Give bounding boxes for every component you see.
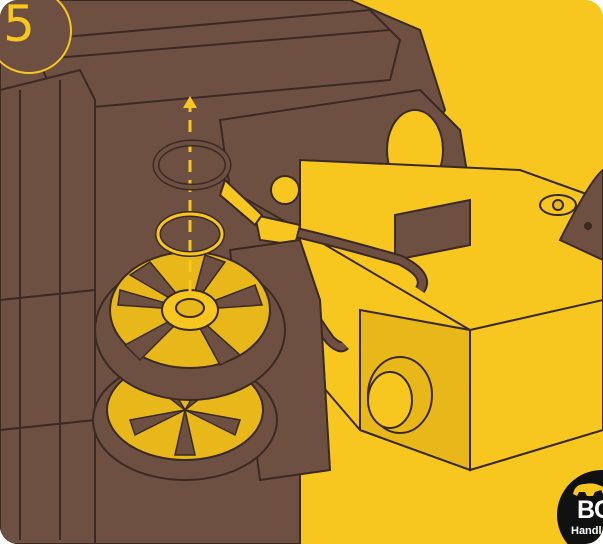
- wing-nut-icon: [540, 195, 576, 215]
- left-column: [0, 70, 95, 544]
- step-number: 5: [0, 0, 44, 56]
- logo-text: BC: [577, 497, 603, 523]
- logo-subtext: Handl: [571, 525, 602, 537]
